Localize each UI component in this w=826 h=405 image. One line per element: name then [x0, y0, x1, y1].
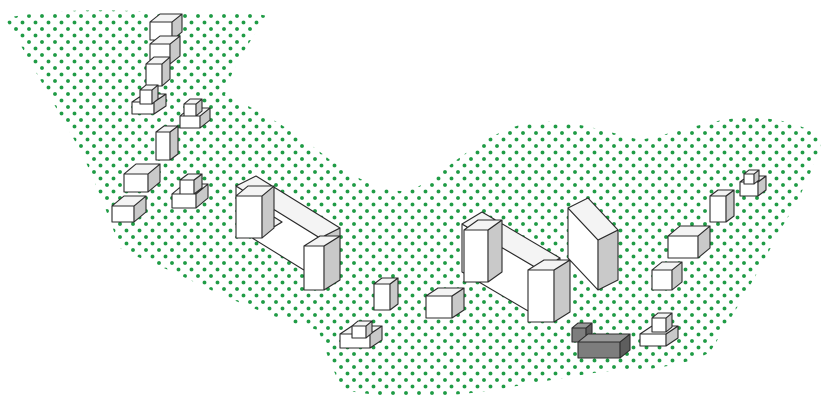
building-front — [651, 317, 667, 333]
building-roof — [667, 225, 711, 237]
building-roof — [145, 56, 171, 65]
building-roof — [651, 312, 673, 319]
building-front — [667, 235, 699, 259]
building-roof — [571, 322, 593, 329]
building-small — [373, 277, 399, 311]
building-front — [179, 179, 195, 195]
building-front — [743, 173, 755, 185]
building-roof — [235, 185, 275, 197]
building-small — [651, 312, 673, 333]
building-roof — [179, 173, 203, 181]
building-small — [709, 189, 735, 223]
building-small — [651, 261, 683, 291]
buildings-layer — [111, 13, 767, 359]
building-small — [743, 169, 760, 185]
building-small — [425, 287, 465, 319]
building-small — [111, 195, 147, 223]
building-roof — [743, 169, 760, 175]
building-small — [123, 163, 161, 193]
green-area — [5, 10, 822, 397]
building-roof — [463, 219, 503, 231]
building-front — [303, 245, 325, 291]
building-roof — [709, 189, 735, 197]
building-large-crenellated — [235, 175, 341, 291]
building-front — [235, 195, 263, 239]
building-small — [139, 84, 159, 105]
building-roof — [303, 235, 341, 247]
building-small — [155, 125, 179, 161]
building-small — [179, 173, 203, 195]
building-front — [709, 195, 727, 223]
building-roof — [149, 35, 181, 45]
building-tower — [567, 197, 619, 291]
building-small — [183, 98, 203, 117]
building-roof — [351, 320, 373, 327]
building-roof — [123, 163, 161, 175]
building-highlighted — [571, 322, 631, 359]
building-roof — [149, 13, 183, 23]
building-front — [639, 333, 667, 347]
building-front — [123, 173, 149, 193]
building-front — [351, 325, 367, 339]
building-small — [667, 225, 711, 259]
building-front — [155, 131, 171, 161]
building-roof — [425, 287, 465, 297]
building-side — [553, 259, 571, 323]
building-front — [651, 269, 673, 291]
building-front — [527, 269, 555, 323]
building-roof — [155, 125, 179, 133]
building-front — [425, 295, 453, 319]
building-front — [111, 205, 135, 223]
building-front — [373, 283, 391, 311]
building-roof — [139, 84, 159, 91]
building-roof — [111, 195, 147, 207]
building-small — [145, 56, 171, 87]
building-front — [145, 63, 163, 87]
building-roof — [651, 261, 683, 271]
building-front — [183, 103, 197, 117]
building-front — [171, 193, 197, 209]
building-large-crenellated — [461, 211, 571, 323]
building-small — [351, 320, 373, 339]
building-front — [577, 341, 621, 359]
building-roof — [567, 197, 619, 241]
building-front — [139, 89, 153, 105]
building-front — [463, 229, 489, 283]
building-front — [179, 115, 201, 129]
building-roof — [183, 98, 203, 105]
building-roof — [373, 277, 399, 285]
building-roof — [577, 333, 631, 343]
building-side — [487, 219, 503, 283]
